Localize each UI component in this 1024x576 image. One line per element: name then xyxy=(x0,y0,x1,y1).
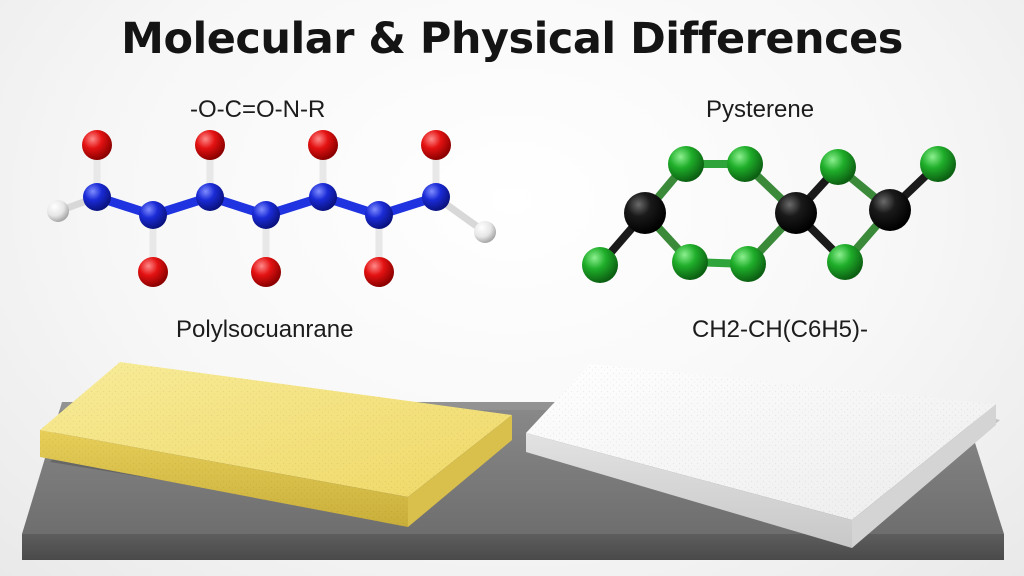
chlorine-atom xyxy=(827,244,863,280)
oxygen-atom xyxy=(421,130,451,160)
left-molecule xyxy=(47,130,496,287)
oxygen-atom xyxy=(364,257,394,287)
nitrogen-atom xyxy=(365,201,393,229)
nitrogen-atom xyxy=(252,201,280,229)
chlorine-atom xyxy=(582,247,618,283)
right-material-name: Pysterene xyxy=(706,96,815,123)
chlorine-atom xyxy=(668,146,704,182)
chlorine-atom xyxy=(672,244,708,280)
oxygen-atom xyxy=(82,130,112,160)
nitrogen-atom xyxy=(196,183,224,211)
left-material-name: Polylsocuanrane xyxy=(176,316,354,343)
nitrogen-atom xyxy=(83,183,111,211)
hydrogen-atom xyxy=(47,200,69,222)
chlorine-atom xyxy=(730,246,766,282)
nitrogen-atom xyxy=(139,201,167,229)
oxygen-atom xyxy=(138,257,168,287)
carbon-atom xyxy=(624,192,666,234)
white-foam-block xyxy=(526,364,1000,548)
right-formula-label: CH2-CH(C6H5)- xyxy=(692,316,869,343)
nitrogen-atom xyxy=(422,183,450,211)
nitrogen-atom xyxy=(309,183,337,211)
yellow-foam-block xyxy=(40,362,512,527)
oxygen-atom xyxy=(308,130,338,160)
chlorine-atom xyxy=(920,146,956,182)
carbon-atom xyxy=(869,189,911,231)
left-formula-label: -O-C=O-N-R xyxy=(190,96,326,123)
right-molecule xyxy=(582,146,956,283)
chlorine-atom xyxy=(820,149,856,185)
chlorine-atom xyxy=(727,146,763,182)
hydrogen-atom xyxy=(474,221,496,243)
oxygen-atom xyxy=(251,257,281,287)
carbon-atom xyxy=(775,192,817,234)
page-title: Molecular & Physical Differences xyxy=(121,14,903,64)
oxygen-atom xyxy=(195,130,225,160)
